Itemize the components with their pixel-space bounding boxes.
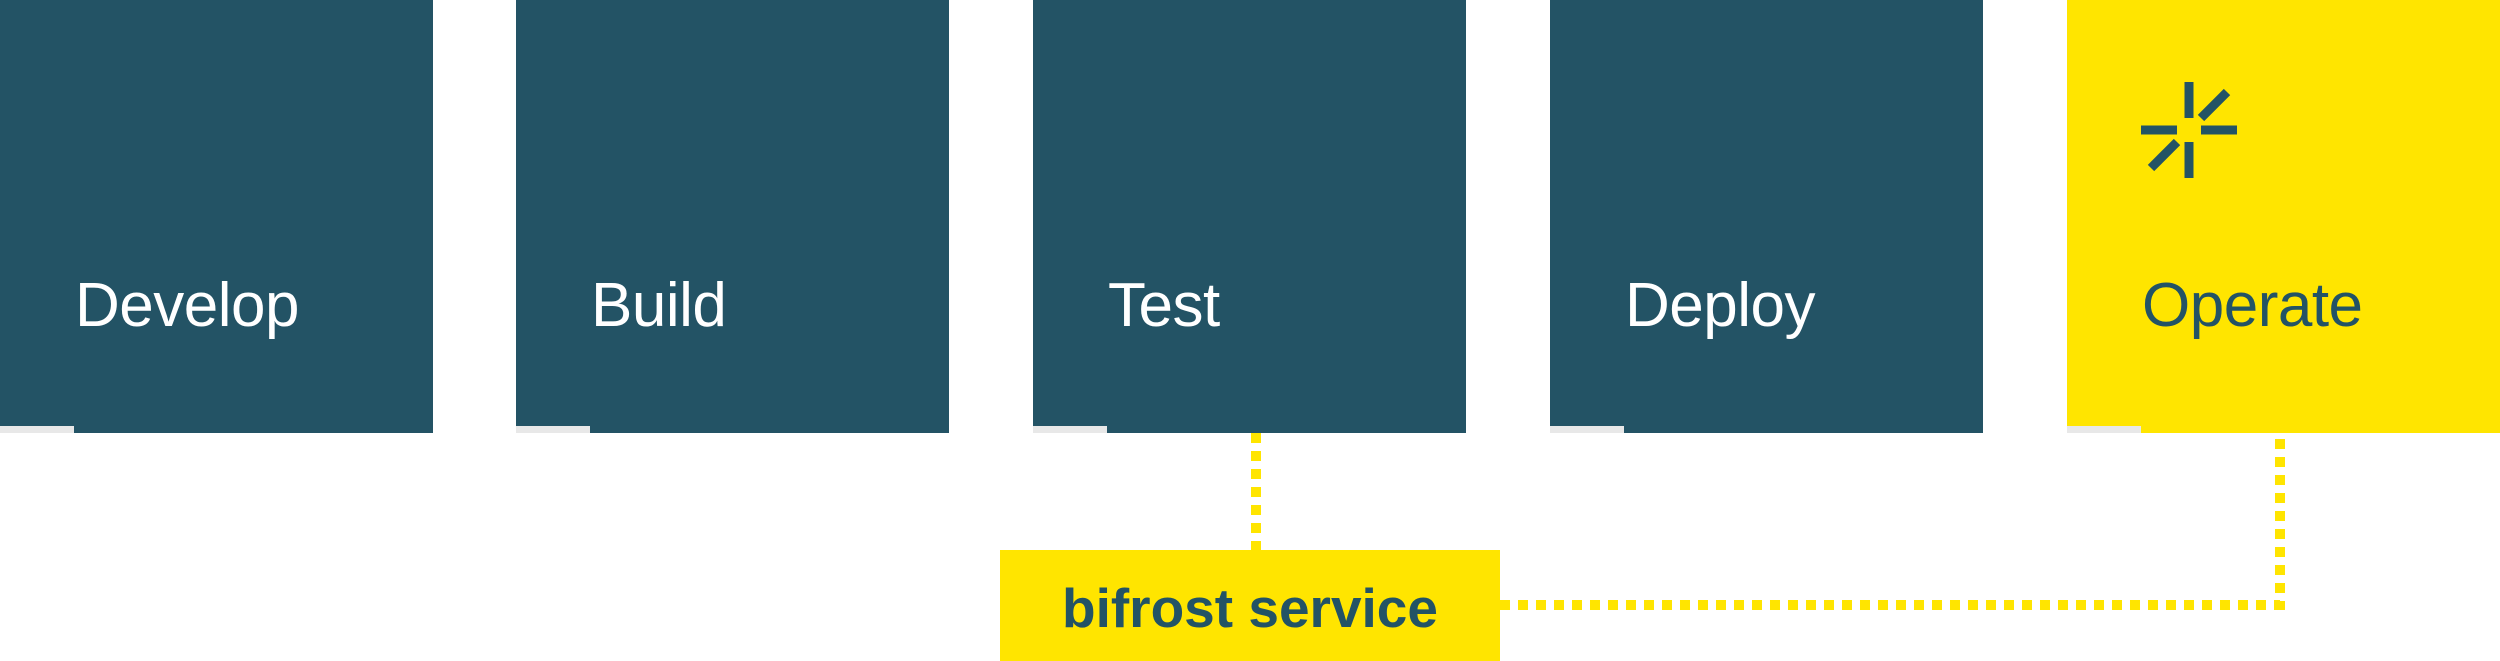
stage-test: Test xyxy=(1033,0,1466,433)
stage-label: Deploy xyxy=(1625,271,1816,340)
stage-tab xyxy=(516,426,590,433)
service-to-operate-connector xyxy=(1500,433,2285,610)
stage-label: Test xyxy=(1108,271,1220,340)
service-label: bifrost service xyxy=(1061,577,1438,639)
stage-operate: Operate xyxy=(2067,0,2500,433)
sparkle-burst-icon xyxy=(2141,82,2237,178)
stage-deploy: Deploy xyxy=(1550,0,1983,433)
stage-label: Build xyxy=(591,271,727,340)
bifrost-service-box: bifrost service xyxy=(1000,550,1500,661)
stage-tab xyxy=(2067,426,2141,433)
stage-tab xyxy=(1550,426,1624,433)
stage-tab xyxy=(1033,426,1107,433)
stage-label: Develop xyxy=(75,271,299,340)
stage-tab xyxy=(0,426,74,433)
stage-develop: Develop xyxy=(0,0,433,433)
stage-label: Operate xyxy=(2142,271,2363,340)
stage-build: Build xyxy=(516,0,949,433)
